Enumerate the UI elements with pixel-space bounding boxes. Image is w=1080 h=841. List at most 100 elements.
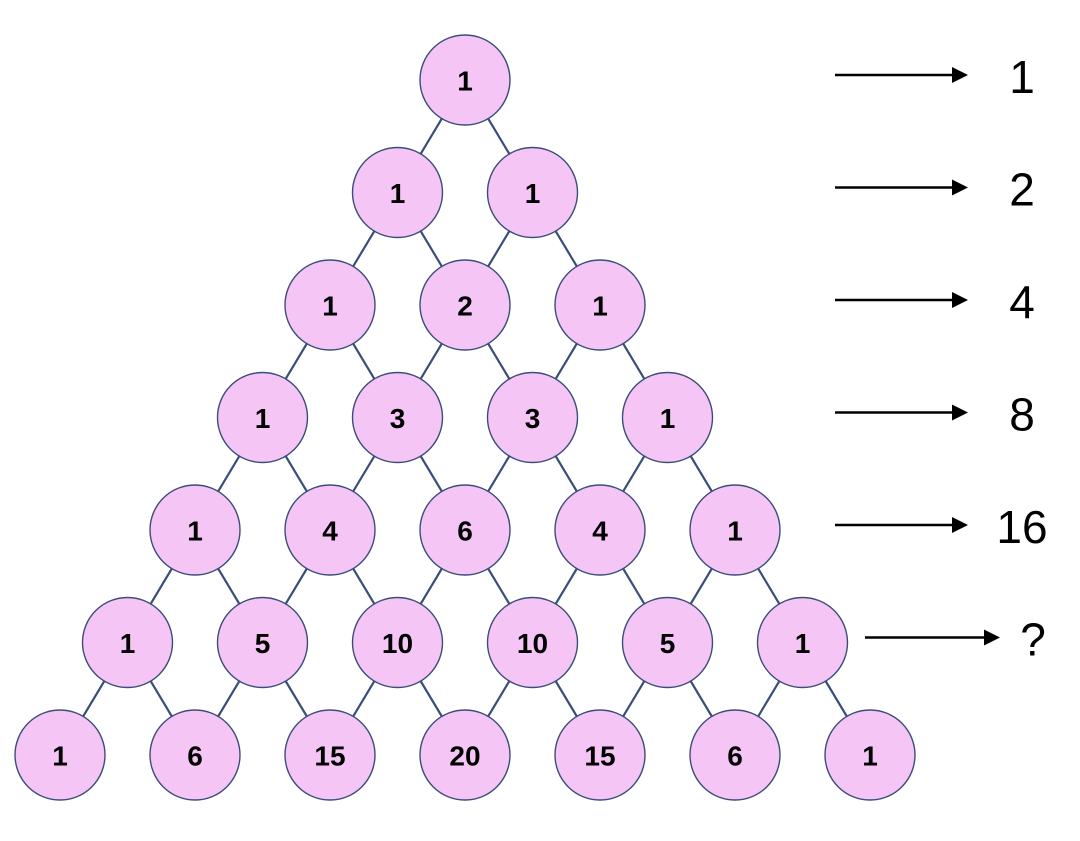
arrow-head-icon bbox=[952, 67, 968, 83]
row-sum-arrow: 2 bbox=[835, 164, 1035, 216]
node-circle bbox=[554, 259, 646, 351]
arrow-head-icon bbox=[952, 292, 968, 308]
triangle-node: 1 bbox=[824, 709, 916, 801]
triangle-node: 1 bbox=[419, 34, 511, 126]
triangle-node: 10 bbox=[351, 596, 444, 689]
node-value: 1 bbox=[390, 178, 406, 209]
node-value: 15 bbox=[314, 741, 345, 772]
node-circle bbox=[419, 34, 511, 126]
triangle-node: 6 bbox=[149, 709, 241, 801]
node-value: 5 bbox=[660, 628, 676, 659]
node-value: 1 bbox=[187, 516, 203, 547]
node-circle bbox=[351, 371, 444, 464]
triangle-node: 1 bbox=[216, 371, 309, 464]
node-value: 1 bbox=[255, 403, 271, 434]
row-sum-arrows-layer: 1 2 4 8 16? bbox=[835, 51, 1048, 666]
triangle-node: 1 bbox=[14, 709, 106, 801]
node-value: 1 bbox=[660, 403, 676, 434]
triangle-node: 6 bbox=[689, 709, 781, 801]
row-sum-label: 2 bbox=[1009, 164, 1035, 216]
node-circle bbox=[419, 259, 511, 351]
edges-layer bbox=[59, 79, 871, 756]
row-sum-label: 8 bbox=[1009, 389, 1035, 441]
node-circle bbox=[351, 596, 444, 689]
node-value: 1 bbox=[727, 516, 743, 547]
node-value: 1 bbox=[457, 66, 473, 97]
arrow-head-icon bbox=[952, 517, 968, 533]
node-value: 1 bbox=[592, 291, 608, 322]
node-circle bbox=[14, 709, 106, 801]
node-circle bbox=[419, 484, 511, 576]
triangle-node: 2 bbox=[419, 259, 511, 351]
triangle-node: 1 bbox=[149, 484, 241, 576]
triangle-node: 15 bbox=[554, 709, 646, 801]
triangle-node: 1 bbox=[621, 371, 714, 464]
node-value: 10 bbox=[382, 628, 413, 659]
node-circle bbox=[216, 371, 309, 464]
triangle-node: 1 bbox=[689, 484, 781, 576]
node-circle bbox=[824, 709, 916, 801]
triangle-node: 1 bbox=[81, 596, 174, 689]
node-value: 3 bbox=[390, 403, 406, 434]
node-circle bbox=[756, 596, 849, 689]
node-circle bbox=[486, 146, 579, 239]
row-sum-arrow: 16 bbox=[835, 501, 1048, 553]
node-circle bbox=[284, 484, 376, 576]
node-value: 1 bbox=[120, 628, 136, 659]
row-sum-label: 4 bbox=[1009, 276, 1035, 328]
triangle-node: 1 bbox=[756, 596, 849, 689]
arrow-head-icon bbox=[984, 629, 1000, 646]
node-value: 20 bbox=[449, 741, 480, 772]
node-value: 4 bbox=[592, 516, 608, 547]
triangle-node: 15 bbox=[284, 709, 376, 801]
triangle-node: 5 bbox=[621, 596, 714, 689]
node-value: 1 bbox=[862, 741, 878, 772]
triangle-node: 1 bbox=[554, 259, 646, 351]
node-value: 1 bbox=[52, 741, 68, 772]
arrow-head-icon bbox=[952, 404, 968, 421]
row-sum-arrow: 1 bbox=[835, 51, 1035, 103]
node-value: 6 bbox=[457, 516, 473, 547]
node-circle bbox=[351, 146, 444, 239]
node-circle bbox=[621, 596, 714, 689]
node-circle bbox=[554, 484, 646, 576]
node-circle bbox=[486, 596, 579, 689]
node-value: 15 bbox=[584, 741, 615, 772]
node-circle bbox=[149, 484, 241, 576]
node-circle bbox=[284, 709, 376, 801]
row-sum-label: 16 bbox=[996, 501, 1047, 553]
node-circle bbox=[81, 596, 174, 689]
row-sum-arrow: 4 bbox=[835, 276, 1035, 328]
node-value: 10 bbox=[517, 628, 548, 659]
triangle-node: 3 bbox=[351, 371, 444, 464]
node-value: 4 bbox=[322, 516, 338, 547]
triangle-node: 10 bbox=[486, 596, 579, 689]
triangle-node: 1 bbox=[351, 146, 444, 239]
triangle-node: 4 bbox=[284, 484, 376, 576]
node-value: 1 bbox=[525, 178, 541, 209]
node-value: 6 bbox=[727, 741, 743, 772]
row-sum-arrow: 8 bbox=[835, 389, 1035, 441]
triangle-node: 1 bbox=[284, 259, 376, 351]
triangle-node: 5 bbox=[216, 596, 309, 689]
node-value: 3 bbox=[525, 403, 541, 434]
node-circle bbox=[419, 709, 511, 801]
triangle-node: 20 bbox=[419, 709, 511, 801]
node-circle bbox=[284, 259, 376, 351]
triangle-node: 3 bbox=[486, 371, 579, 464]
node-value: 2 bbox=[457, 291, 473, 322]
triangle-node: 6 bbox=[419, 484, 511, 576]
node-circle bbox=[689, 709, 781, 801]
node-value: 1 bbox=[795, 628, 811, 659]
triangle-node: 4 bbox=[554, 484, 646, 576]
node-value: 6 bbox=[187, 741, 203, 772]
row-sum-arrow: ? bbox=[865, 614, 1046, 666]
triangle-node: 1 bbox=[486, 146, 579, 239]
arrow-head-icon bbox=[952, 179, 968, 196]
node-circle bbox=[216, 596, 309, 689]
node-circle bbox=[149, 709, 241, 801]
node-value: 5 bbox=[255, 628, 271, 659]
